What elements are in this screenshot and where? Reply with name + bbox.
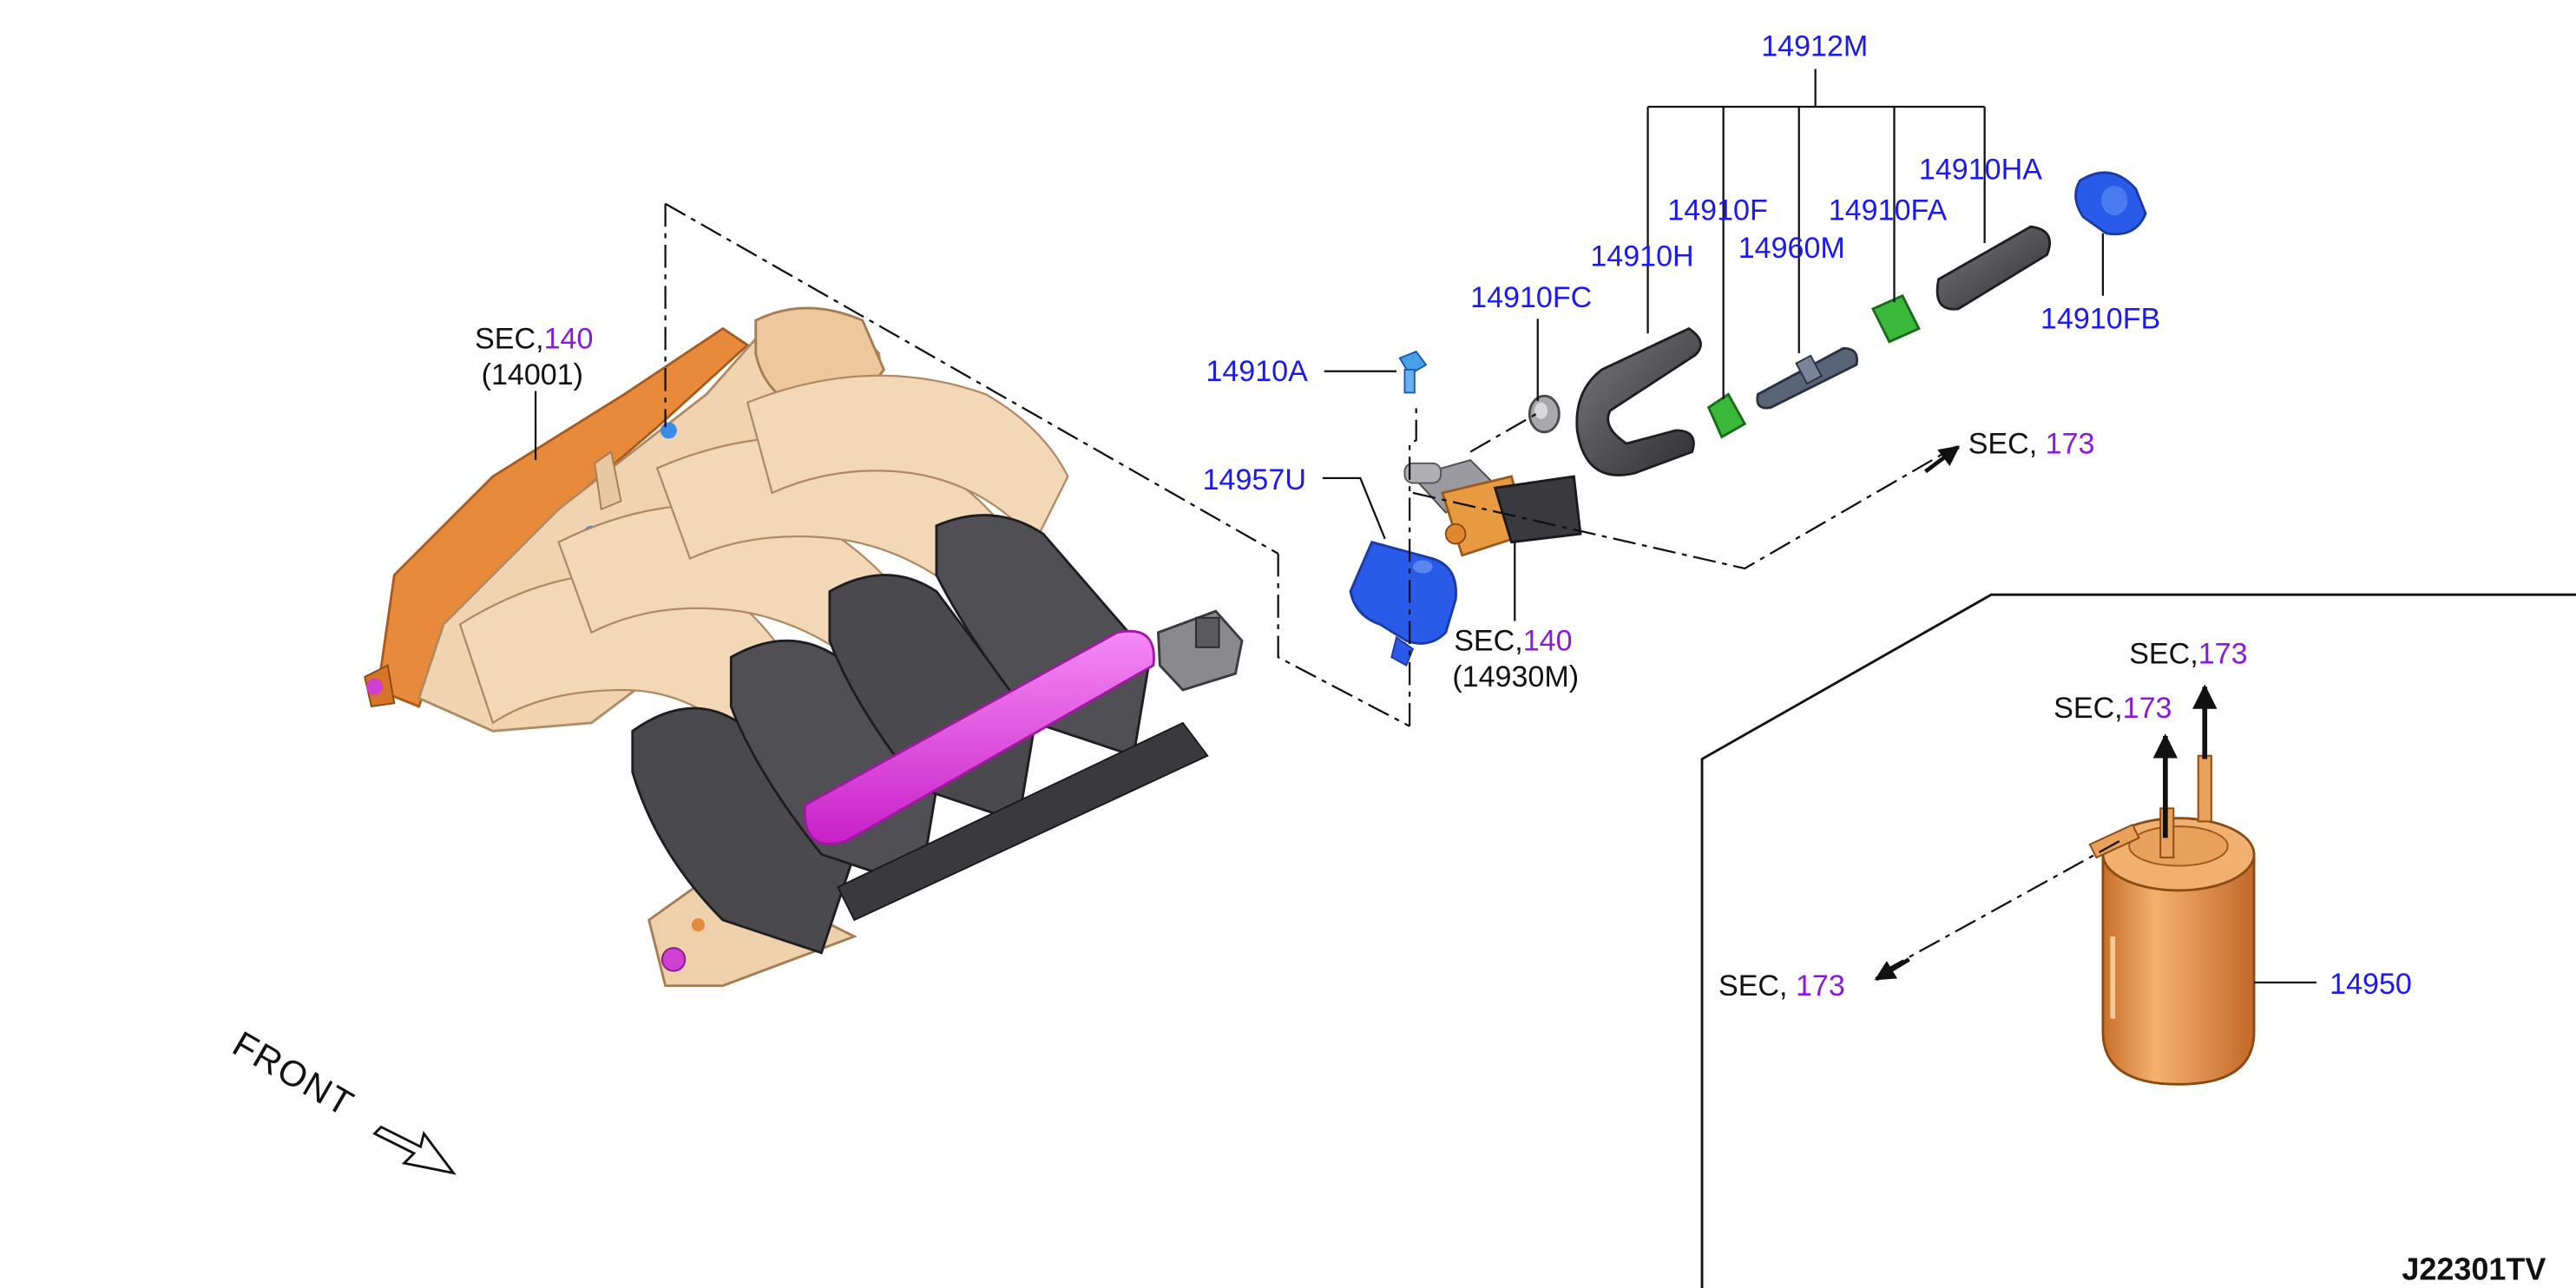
sec-number: 173	[2046, 427, 2095, 460]
intake-manifold	[364, 306, 1244, 988]
part-14910fb[interactable]: 14910FB	[2040, 303, 2160, 336]
cap-14910fb	[2074, 171, 2147, 236]
evap-canister-14950	[2088, 754, 2256, 1086]
part-14910h[interactable]: 14910H	[1590, 240, 1693, 273]
purge-solenoid-valve	[1403, 458, 1582, 557]
sec-number: 140	[1523, 625, 1573, 658]
sec-ref-canister-left[interactable]: SEC, 173	[1718, 969, 1845, 1002]
part-14950[interactable]: 14950	[2330, 968, 2412, 1001]
front-label: FRONT	[227, 1023, 362, 1125]
sec-word: SEC,	[2054, 692, 2123, 725]
sec-number: 140	[544, 322, 594, 355]
svg-text:SEC,140: SEC,140	[1454, 625, 1572, 658]
part-14910f[interactable]: 14910F	[1667, 194, 1768, 227]
sec-number: 173	[2123, 692, 2172, 725]
clamp-14910fc	[1528, 394, 1561, 434]
part-14910ha[interactable]: 14910HA	[1919, 153, 2042, 186]
sec-word: SEC,	[475, 322, 544, 355]
part-14910a[interactable]: 14910A	[1206, 355, 1308, 388]
clamp-14910fa	[1870, 293, 1921, 344]
part-14910fc[interactable]: 14910FC	[1470, 281, 1592, 314]
sec-sub-part: (14930M)	[1452, 660, 1579, 693]
front-arrow-icon	[372, 1125, 457, 1175]
hose-14910ha	[1935, 225, 2052, 311]
sec-word: SEC,	[1968, 427, 2038, 460]
sec-ref-canister-top1[interactable]: SEC,173	[2129, 638, 2247, 671]
hose-14910h	[1575, 326, 1702, 476]
part-14960m[interactable]: 14960M	[1738, 232, 1845, 265]
part-14957u[interactable]: 14957U	[1203, 463, 1306, 496]
sec-word: SEC,	[2129, 638, 2198, 671]
sec-ref-canister-top2[interactable]: SEC,173	[2054, 692, 2172, 725]
bolt-14910a	[1398, 350, 1428, 394]
inset-frame	[1700, 593, 2576, 1288]
bracket-14957u	[1349, 540, 1457, 667]
svg-text:SEC,140: SEC,140	[475, 322, 593, 355]
front-indicator: FRONT	[227, 1023, 457, 1175]
phantom-lines	[664, 202, 2120, 974]
sec-sub-part: (14001)	[482, 358, 583, 391]
connector-14960m	[1756, 346, 1858, 410]
sec-word: SEC,	[1718, 969, 1788, 1002]
sec-number: 173	[1796, 969, 1845, 1002]
sec-ref-hose-out[interactable]: SEC, 173	[1968, 427, 2095, 460]
part-14910fa[interactable]: 14910FA	[1829, 194, 1948, 227]
leader-lines	[534, 69, 2316, 984]
sec-ref-solenoid[interactable]: SEC,140 (14930M)	[1452, 625, 1579, 694]
clamp-14910f	[1706, 392, 1747, 439]
sec-number: 173	[2198, 638, 2248, 671]
sec-ref-manifold[interactable]: SEC,140 (14001)	[475, 322, 593, 391]
sec-word: SEC,	[1454, 625, 1523, 658]
flow-arrows	[1874, 444, 2218, 982]
diagram-code: J22301TV	[2402, 1252, 2546, 1287]
part-14912m[interactable]: 14912M	[1761, 30, 1868, 62]
